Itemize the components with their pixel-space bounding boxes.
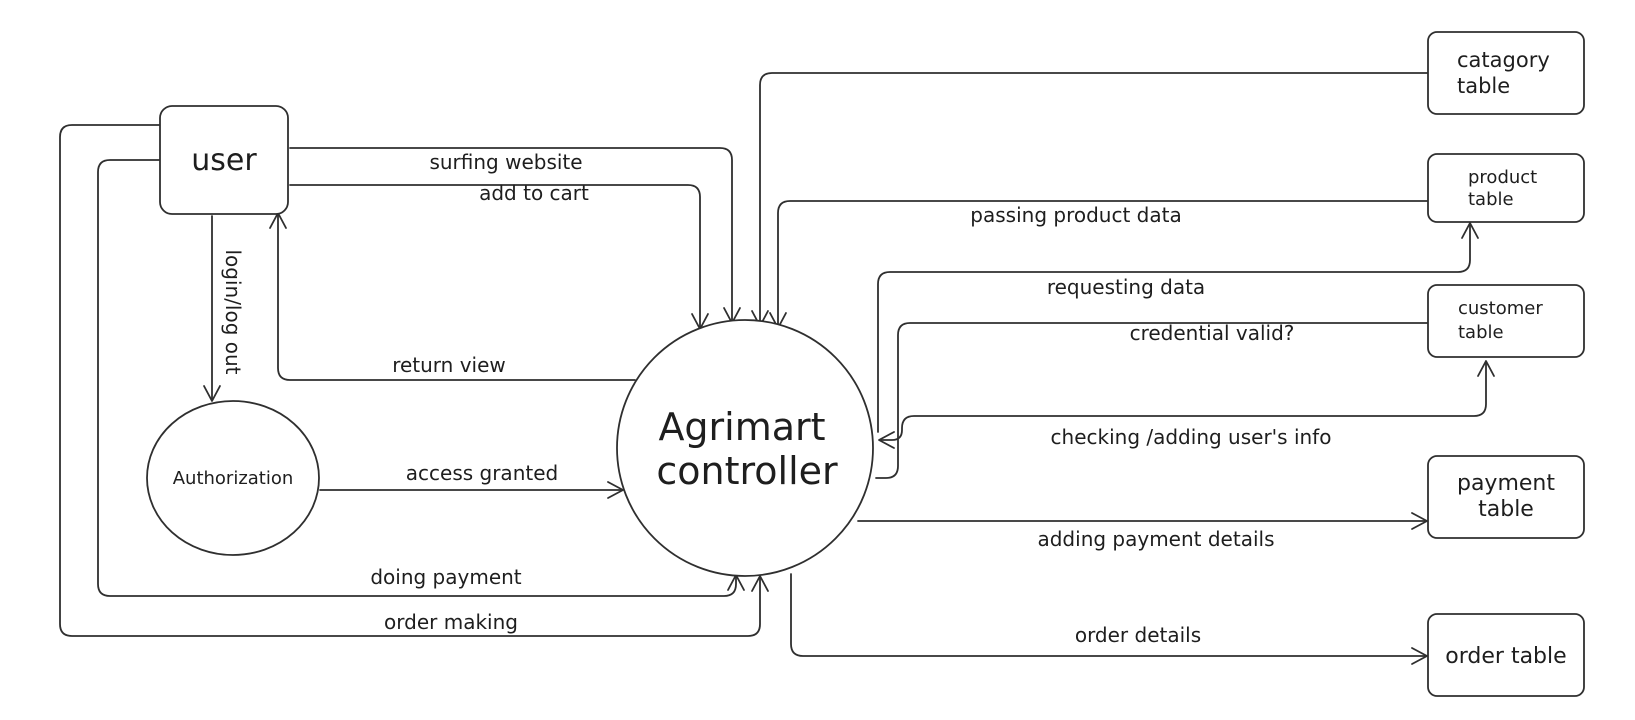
product-table-label-line2: table (1468, 189, 1514, 210)
label-surfing-website: surfing website (429, 150, 582, 174)
controller-label-line1: Agrimart (658, 405, 825, 449)
product-table-label-line1: product (1468, 167, 1537, 188)
edge-access-granted (319, 481, 624, 499)
agrimart-controller-node: Agrimart controller (616, 319, 874, 577)
category-table-label-line1: catagory (1457, 48, 1550, 72)
payment-table-label-line1: payment (1457, 471, 1555, 496)
label-order-making: order making (384, 610, 518, 634)
label-doing-payment: doing payment (370, 565, 521, 589)
edge-checking-adding-info (878, 360, 1495, 449)
edge-adding-payment-details (857, 512, 1428, 530)
edge-requesting-data (877, 222, 1479, 433)
label-order-details: order details (1075, 623, 1201, 647)
label-add-to-cart: add to cart (479, 181, 589, 205)
user-node: user (159, 105, 289, 215)
customer-table-label-line1: customer (1458, 298, 1543, 319)
order-table-node: order table (1427, 613, 1585, 697)
label-return-view: return view (392, 353, 506, 377)
order-table-label: order table (1445, 644, 1566, 669)
payment-table-node: payment table (1427, 455, 1585, 539)
edge-login-logout (203, 215, 221, 402)
user-label: user (191, 143, 257, 178)
label-adding-payment-details: adding payment details (1037, 527, 1274, 551)
customer-table-node: customer table (1427, 284, 1585, 358)
payment-table-label-line2: table (1478, 497, 1534, 522)
customer-table-label-line2: table (1458, 322, 1504, 343)
authorization-label: Authorization (173, 468, 294, 489)
label-passing-product-data: passing product data (970, 203, 1181, 227)
authorization-node: Authorization (146, 400, 320, 556)
edge-order-details (790, 573, 1428, 665)
edge-add-to-cart (289, 184, 709, 330)
label-access-granted: access granted (406, 461, 558, 485)
category-table-node: catagory table (1427, 31, 1585, 115)
product-table-node: product table (1427, 153, 1585, 223)
controller-label-line2: controller (656, 449, 838, 493)
label-requesting-data: requesting data (1047, 275, 1205, 299)
edge-credential-valid (875, 322, 1429, 479)
label-login-logout: login/log out (221, 249, 245, 374)
category-table-label-line2: table (1457, 74, 1510, 98)
edge-surfing-website (289, 147, 741, 324)
label-checking-adding-info: checking /adding user's info (1051, 425, 1332, 449)
label-credential-valid: credential valid? (1130, 321, 1295, 345)
